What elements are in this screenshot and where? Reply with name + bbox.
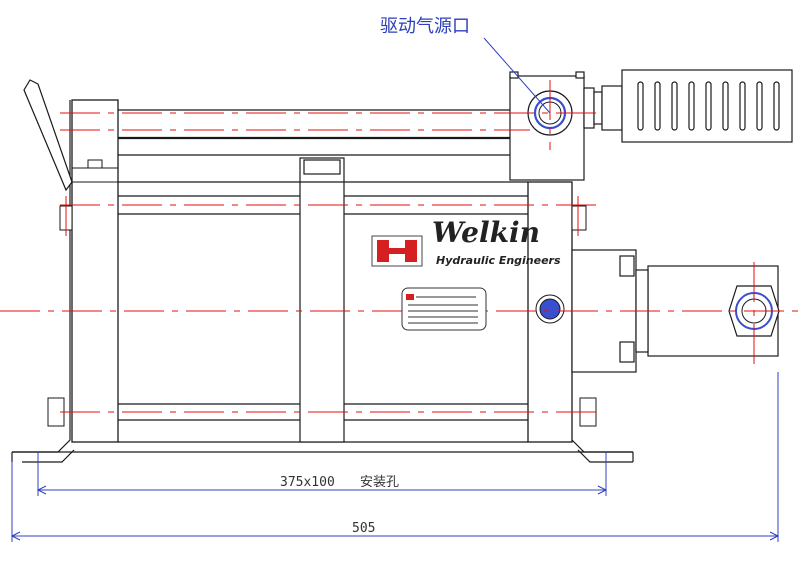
center-clamp — [299, 157, 345, 443]
mount-hole-label: 安装孔 — [360, 475, 399, 490]
drive-air-port-label: 驱动气源口 — [380, 16, 470, 37]
right-bracket — [571, 439, 633, 463]
base-plate — [11, 451, 634, 462]
mount-spacing-dim: 375x100 — [280, 475, 335, 490]
brand-subtitle: Hydraulic Engineers — [436, 254, 561, 267]
muffler-slot — [756, 81, 763, 131]
muffler-slot — [739, 81, 746, 131]
muffler-slot — [688, 81, 695, 131]
muffler-slot — [722, 81, 729, 131]
centerlines — [0, 80, 800, 413]
muffler-slot — [705, 81, 712, 131]
gauge-port — [535, 294, 565, 324]
nameplate — [401, 287, 487, 331]
muffler-slot — [637, 81, 644, 131]
muffler-slot — [671, 81, 678, 131]
welkin-logo: Welkin Hydraulic Engineers — [371, 216, 561, 267]
dimension-lines — [10, 372, 780, 542]
overall-length-dim: 505 — [352, 521, 375, 536]
muffler — [621, 69, 793, 143]
left-bracket — [12, 100, 75, 463]
muffler-slot — [654, 81, 661, 131]
muffler-slot — [773, 81, 780, 131]
brand-name: Welkin — [432, 216, 540, 249]
handle — [23, 79, 73, 192]
callout-leader — [483, 37, 551, 114]
left-end-cap — [71, 99, 119, 443]
